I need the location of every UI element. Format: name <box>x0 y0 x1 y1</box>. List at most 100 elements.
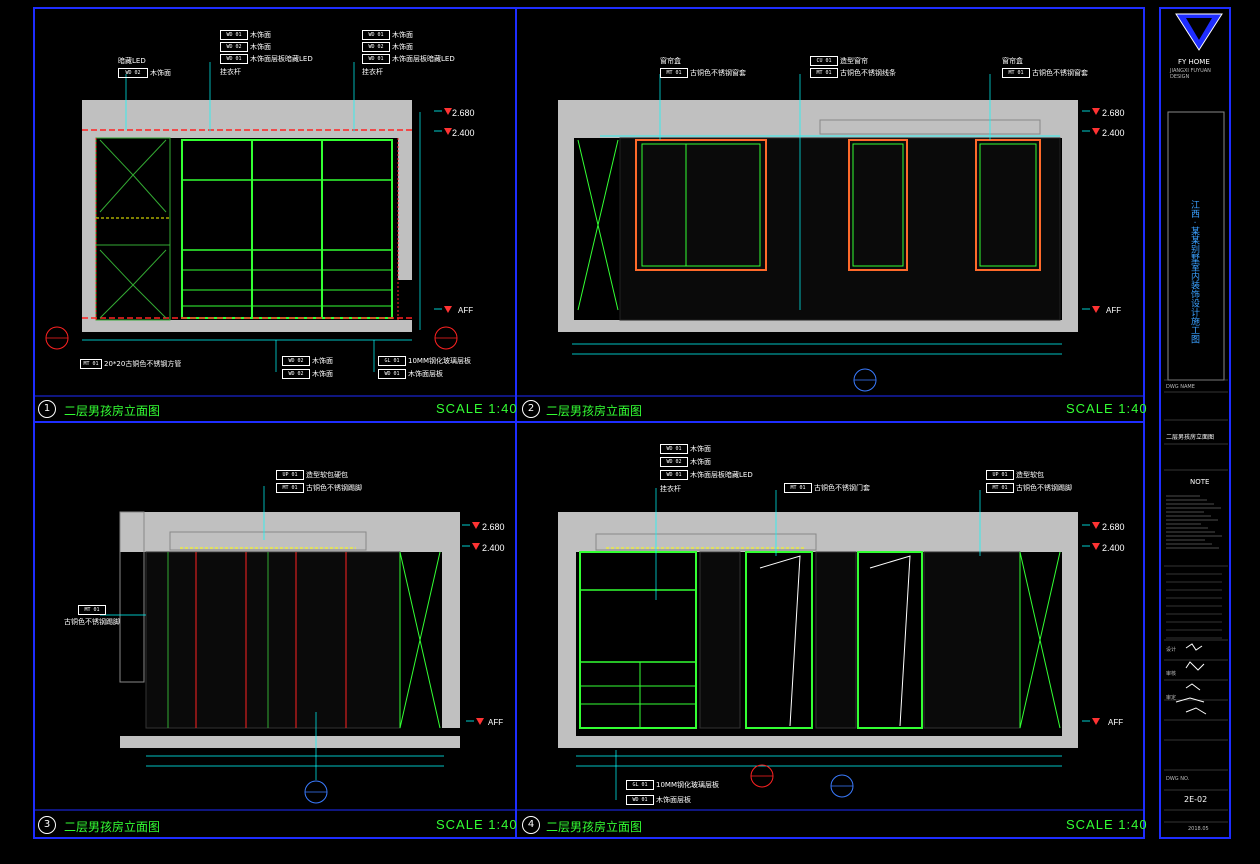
p3-elev-2400: 2.400 <box>482 543 505 553</box>
p4-note-b: 木饰面 <box>690 458 711 466</box>
p1-code-wd02-left: WD 02 <box>118 68 148 78</box>
p1-note-mid-d: 挂衣杆 <box>220 68 241 76</box>
p2-elev-marker-low <box>1092 128 1100 135</box>
p1-note-mid-b: 木饰面 <box>250 43 271 51</box>
p1-elev-aff: AFF <box>458 306 474 315</box>
p2-window-right-inner <box>979 143 1037 267</box>
p1-elev-marker-aff <box>444 306 452 313</box>
tb-designer-label: 设计 <box>1166 647 1177 653</box>
p4-right-wall <box>1062 512 1078 736</box>
p2-wall-panel <box>619 137 1061 321</box>
p4-door-2 <box>857 551 923 729</box>
p3-note-b: 古铜色不锈钢踢脚 <box>306 484 362 492</box>
p1-note-led: 暗藏LED <box>118 57 146 65</box>
p1-code-wd01-c: WD 01 <box>362 30 390 40</box>
p4-door-1 <box>745 551 813 729</box>
p4-ceiling-box <box>595 533 817 551</box>
p1-floor-slab <box>82 320 412 332</box>
p2-floor-slab <box>558 320 1078 332</box>
p3-floor-slab <box>120 736 460 748</box>
p3-code-mt01-a: MT 01 <box>276 483 304 493</box>
p2-window-mid-inner <box>852 143 904 267</box>
p1-note-right-b: 木饰面 <box>392 43 413 51</box>
p4-note-right-b: 古铜色不锈钢踢脚 <box>1016 484 1072 492</box>
p4-elev-2680: 2.680 <box>1102 522 1125 532</box>
p4-wardrobe-frame <box>579 551 697 729</box>
p2-window-large <box>635 139 767 271</box>
p1-elev-marker-high <box>444 108 452 115</box>
p2-window-large-inner <box>641 143 761 267</box>
p4-wall-panel-b <box>815 551 857 729</box>
p1-code-gl01: GL 01 <box>378 356 406 366</box>
p3-ceiling-box <box>169 531 367 551</box>
p1-note-right-d: 挂衣杆 <box>362 68 383 76</box>
p2-code-mt01-c: MT 01 <box>1002 68 1030 78</box>
p3-elev-aff: AFF <box>488 718 504 727</box>
p1-code-wd01-d: WD 01 <box>362 54 390 64</box>
p4-code-mt01-a: MT 01 <box>784 483 812 493</box>
p2-elev-aff: AFF <box>1106 306 1122 315</box>
p1-ceiling-wall <box>82 100 412 138</box>
p1-left-cabinet <box>95 137 171 321</box>
p3-headboard-panel <box>145 551 401 729</box>
p1-code-wd01-b: WD 01 <box>220 54 248 64</box>
p4-code-wd02-a: WD 02 <box>660 457 688 467</box>
signature-mark <box>1185 661 1205 671</box>
p2-curtain-box <box>819 119 1041 135</box>
p2-code-mt01-a: MT 01 <box>660 68 688 78</box>
p4-elev-marker-high <box>1092 522 1100 529</box>
tb-dwg-name-label: DWG NAME <box>1166 384 1195 390</box>
p1-left-wall <box>82 100 96 332</box>
p2-note-a2: 古铜色不锈钢窗套 <box>690 69 746 77</box>
p4-door-1-swing <box>759 555 801 727</box>
panel-4-title: 二层男孩房立面图 <box>546 820 643 834</box>
p3-elev-2680: 2.680 <box>482 522 505 532</box>
panel-3-number: 3 <box>38 816 56 834</box>
p2-left-wall <box>558 100 574 332</box>
p4-ceiling-wall <box>558 512 1078 552</box>
p4-floor-slab <box>558 736 1078 748</box>
p1-note-bottom-b: 木饰面 <box>312 357 333 365</box>
p4-note-bottom-a: 10MM钢化玻璃层板 <box>656 781 719 789</box>
title-block-border <box>1159 7 1231 839</box>
p1-note-mid-a: 木饰面 <box>250 31 271 39</box>
p1-door-diamond-4 <box>132 249 167 319</box>
p2-left-panel-x-2 <box>577 139 619 311</box>
p4-left-wall <box>558 512 576 736</box>
p4-note-a: 木饰面 <box>690 445 711 453</box>
p1-code-wd02-e: WD 02 <box>282 369 310 379</box>
p1-note-bottom-c: 木饰面 <box>312 370 333 378</box>
p1-code-wd01-e: WD 01 <box>378 369 406 379</box>
p1-right-wall <box>398 100 412 280</box>
p2-note-c: 窗帘盒 <box>1002 57 1023 65</box>
signature-mark <box>1185 707 1207 715</box>
p2-elev-2400: 2.400 <box>1102 128 1125 138</box>
p2-note-c2: 古铜色不锈钢窗套 <box>1032 69 1088 77</box>
signature-mark <box>1185 683 1201 691</box>
p4-elev-marker-aff <box>1092 718 1100 725</box>
p4-code-gl01: GL 01 <box>626 780 654 790</box>
p1-note-bottom-a: 20*20古铜色不锈钢方管 <box>104 360 182 368</box>
p3-note-a: 造型软包硬包 <box>306 471 348 479</box>
p4-note-right-a: 造型软包 <box>1016 471 1044 479</box>
p3-note-left: 古铜色不锈钢踢脚 <box>64 618 120 626</box>
p4-right-x-2 <box>1019 551 1061 729</box>
company-logo-inner-icon <box>1186 18 1212 40</box>
tb-dwg-name: 二层男孩房立面图 <box>1166 434 1215 441</box>
p3-code-mt01-b: MT 01 <box>78 605 106 615</box>
p4-wall-panel-a <box>699 551 741 729</box>
p2-note-a: 窗帘盒 <box>660 57 681 65</box>
tb-company: FY HOME <box>1178 58 1210 66</box>
p2-note-b2: 古铜色不锈钢线条 <box>840 69 896 77</box>
p3-right-x-2 <box>399 551 441 729</box>
p1-code-wd02-d: WD 02 <box>282 356 310 366</box>
p1-note-bottom-e: 木饰面层板 <box>408 370 443 378</box>
p1-note-right-a: 木饰面 <box>392 31 413 39</box>
panel-1-scale: SCALE 1:40 <box>436 401 518 416</box>
p2-code-cu01: CU 01 <box>810 56 838 66</box>
p4-code-up01: UP 01 <box>986 470 1014 480</box>
p2-elev-2680: 2.680 <box>1102 108 1125 118</box>
p1-note-bottom-d: 10MM钢化玻璃层板 <box>408 357 471 365</box>
panel-3-title: 二层男孩房立面图 <box>64 820 161 834</box>
